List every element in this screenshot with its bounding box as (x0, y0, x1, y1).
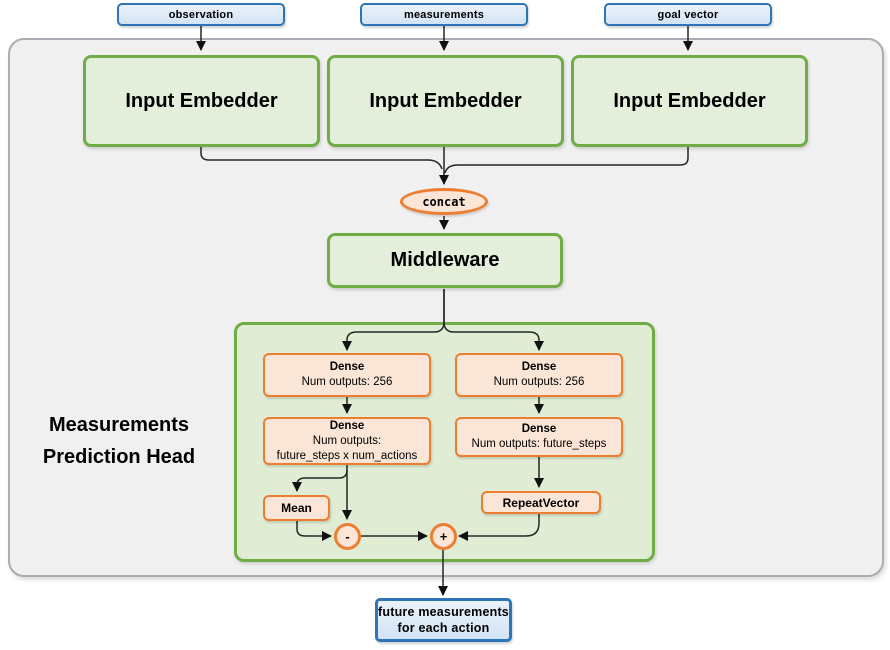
dense-left-1: Dense Num outputs: 256 (263, 353, 431, 397)
embedder-label: Input Embedder (125, 89, 278, 112)
dense-subtitle: Num outputs: (312, 434, 382, 447)
input-box-observation: observation (117, 3, 285, 26)
dense-right-2: Dense Num outputs: future_steps (455, 417, 623, 457)
output-box-future-measurements: future measurements for each action (375, 598, 512, 642)
output-label-line2: for each action (397, 621, 490, 635)
mean-box: Mean (263, 495, 330, 521)
minus-label: - (345, 529, 350, 544)
repeat-vector-box: RepeatVector (481, 491, 601, 514)
concat-node: concat (400, 188, 488, 215)
dense-subtitle: Num outputs: 256 (493, 376, 585, 388)
middleware-box: Middleware (327, 233, 563, 288)
input-embedder-1: Input Embedder (83, 55, 320, 147)
dense-title: Dense (521, 423, 557, 435)
dense-title: Dense (329, 419, 365, 432)
repeat-vector-label: RepeatVector (502, 495, 580, 510)
dense-right-1: Dense Num outputs: 256 (455, 353, 623, 397)
input-embedder-3: Input Embedder (571, 55, 808, 147)
embedder-label: Input Embedder (613, 89, 766, 112)
dense-subtitle: future_steps x num_actions (276, 449, 418, 462)
input-embedder-2: Input Embedder (327, 55, 564, 147)
minus-op-circle: - (334, 523, 361, 550)
plus-op-circle: + (430, 523, 457, 550)
dense-subtitle: Num outputs: future_steps (471, 438, 607, 450)
input-label: goal vector (657, 8, 719, 21)
input-label: observation (168, 8, 234, 21)
dense-title: Dense (521, 361, 557, 373)
concat-label: concat (422, 194, 466, 209)
prediction-head-title-line2: Prediction Head (42, 446, 196, 468)
output-label-line1: future measurements (378, 605, 509, 619)
input-box-measurements: measurements (360, 3, 528, 26)
plus-label: + (439, 529, 448, 544)
prediction-head-title: Measurements Prediction Head (13, 409, 225, 473)
embedder-label: Input Embedder (369, 89, 522, 112)
dense-subtitle: Num outputs: 256 (301, 376, 393, 388)
input-label: measurements (403, 8, 485, 21)
mean-label: Mean (281, 501, 312, 515)
input-box-goal-vector: goal vector (604, 3, 772, 26)
prediction-head-title-line1: Measurements (48, 414, 190, 436)
middleware-label: Middleware (390, 249, 500, 271)
dense-title: Dense (329, 361, 365, 373)
dense-left-2: Dense Num outputs: future_steps x num_ac… (263, 417, 431, 465)
